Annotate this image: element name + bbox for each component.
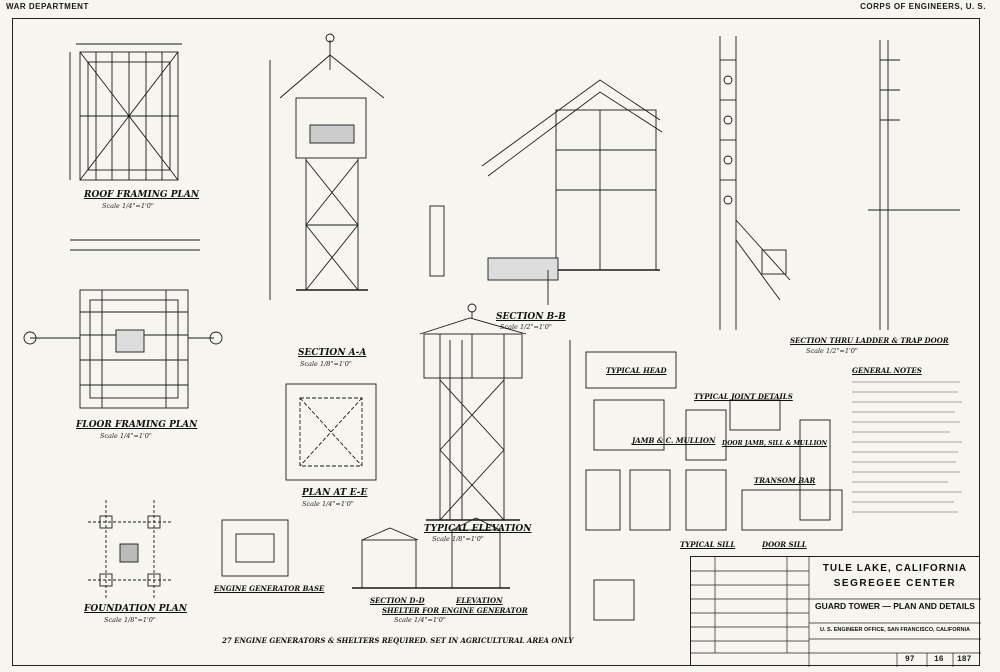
sheet-border	[12, 18, 980, 666]
ladder-section-drawing	[719, 36, 960, 330]
plan-ee-drawing	[285, 383, 377, 481]
sheet-number-3: 187	[957, 655, 972, 664]
roof-framing-drawing	[69, 43, 182, 181]
floor-framing-scale: Scale 1/4"=1'0"	[100, 432, 152, 440]
header-right: CORPS OF ENGINEERS, U. S.	[860, 2, 986, 11]
plan-ee-title: PLAN AT E-E	[302, 488, 368, 498]
jamb-mullion-title: JAMB & C. MULLION	[632, 436, 716, 445]
floor-framing-drawing	[23, 239, 223, 409]
roof-framing-scale: Scale 1/4"=1'0"	[102, 202, 154, 210]
title-office: U. S. ENGINEER OFFICE, SAN FRANCISCO, CA…	[819, 627, 971, 633]
title-project: SEGREGEE CENTER	[833, 578, 957, 589]
elevation-title: ELEVATION	[456, 596, 503, 605]
title-block-grid	[691, 557, 981, 667]
shelter-title: SHELTER FOR ENGINE GENERATOR	[382, 606, 528, 615]
section-bb-drawing	[429, 79, 663, 305]
section-aa-drawing	[269, 33, 385, 300]
typical-sill-title: TYPICAL SILL	[680, 540, 736, 549]
engine-shelter-drawings	[221, 517, 510, 589]
generator-footnote: 27 ENGINE GENERATORS & SHELTERS REQUIRED…	[222, 636, 574, 645]
roof-framing-title: ROOF FRAMING PLAN	[84, 190, 200, 200]
ladder-section-title: SECTION THRU LADDER & TRAP DOOR	[790, 336, 949, 345]
engine-base-title: ENGINE GENERATOR BASE	[214, 584, 325, 593]
shelter-scale: Scale 1/4"=1'0"	[394, 616, 446, 624]
floor-framing-title: FLOOR FRAMING PLAN	[76, 420, 198, 430]
door-jamb-title: DOOR JAMB, SILL & MULLION	[722, 440, 828, 447]
general-notes-title: GENERAL NOTES	[852, 366, 922, 375]
header-left: WAR DEPARTMENT	[6, 2, 89, 11]
section-aa-title: SECTION A-A	[298, 348, 367, 358]
typical-elevation-title: TYPICAL ELEVATION	[424, 524, 532, 534]
title-location: TULE LAKE, CALIFORNIA	[822, 563, 968, 574]
title-drawing: GUARD TOWER — PLAN AND DETAILS	[815, 601, 975, 611]
transom-bar-title: TRANSOM BAR	[754, 476, 816, 485]
section-bb-title: SECTION B-B	[496, 312, 566, 322]
section-dd-title: SECTION D-D	[370, 596, 425, 605]
general-notes-lines	[852, 381, 962, 513]
section-aa-scale: Scale 1/8"=1'0"	[300, 360, 352, 368]
typical-joint-title: TYPICAL JOINT DETAILS	[694, 392, 793, 401]
sheet-number-1: 97	[905, 655, 915, 664]
section-bb-scale: Scale 1/2"=1'0"	[500, 323, 552, 331]
detail-drawings	[569, 340, 843, 640]
foundation-drawing	[88, 500, 172, 600]
ladder-section-scale: Scale 1/2"=1'0"	[806, 347, 858, 355]
plan-ee-scale: Scale 1/4"=1'0"	[302, 500, 354, 508]
typical-elevation-scale: Scale 1/8"=1'0"	[432, 535, 484, 543]
door-sill-title: DOOR SILL	[762, 540, 807, 549]
typical-head-title: TYPICAL HEAD	[606, 366, 667, 375]
sheet-number-2: 16	[934, 655, 944, 664]
typical-elevation-drawing	[419, 303, 527, 521]
title-block: TULE LAKE, CALIFORNIA SEGREGEE CENTER GU…	[690, 556, 981, 667]
foundation-title: FOUNDATION PLAN	[84, 604, 188, 614]
foundation-scale: Scale 1/8"=1'0"	[104, 616, 156, 624]
